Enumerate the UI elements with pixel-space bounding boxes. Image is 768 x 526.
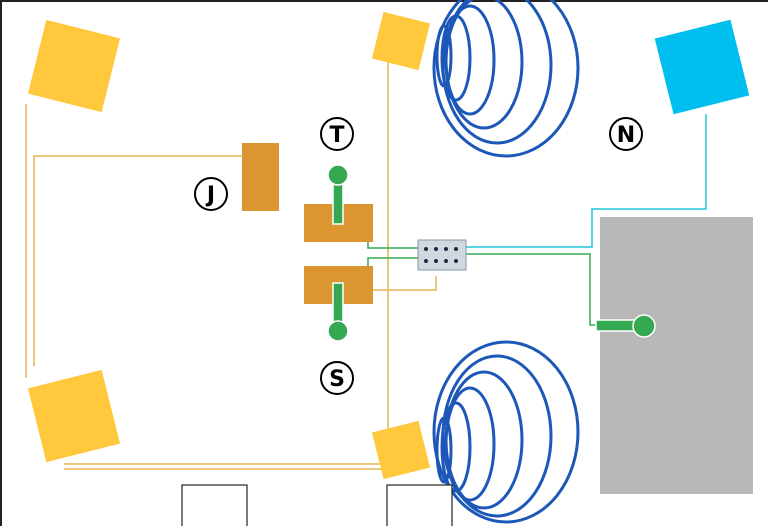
label-t: T	[329, 123, 344, 148]
gray-panel	[600, 217, 753, 494]
green-wires	[344, 227, 598, 326]
bottom-box-left	[181, 484, 248, 526]
label-badge-s: S	[320, 361, 354, 395]
label-j: J	[205, 183, 215, 208]
label-badge-n: N	[609, 117, 643, 151]
concentric-wave-icon-bottom	[432, 340, 580, 524]
label-badge-j: J	[194, 177, 228, 211]
green-probe-s	[327, 282, 349, 342]
bottom-box-center	[386, 484, 453, 526]
yellow-block-top-left	[27, 19, 121, 113]
yellow-block-bottom-center	[371, 420, 431, 480]
blue-block	[654, 19, 750, 115]
yellow-block-top-center	[371, 11, 431, 71]
green-probe-t	[327, 164, 349, 225]
label-s: S	[329, 367, 345, 392]
terminal-block-icon	[417, 239, 467, 271]
cyan-wires	[466, 114, 707, 248]
label-n: N	[617, 123, 635, 148]
orange-block-j	[242, 143, 279, 211]
concentric-wave-icon-top	[432, 0, 580, 158]
label-badge-t: T	[320, 117, 354, 151]
green-probe-panel	[595, 314, 656, 338]
yellow-block-bottom-left	[27, 369, 121, 463]
